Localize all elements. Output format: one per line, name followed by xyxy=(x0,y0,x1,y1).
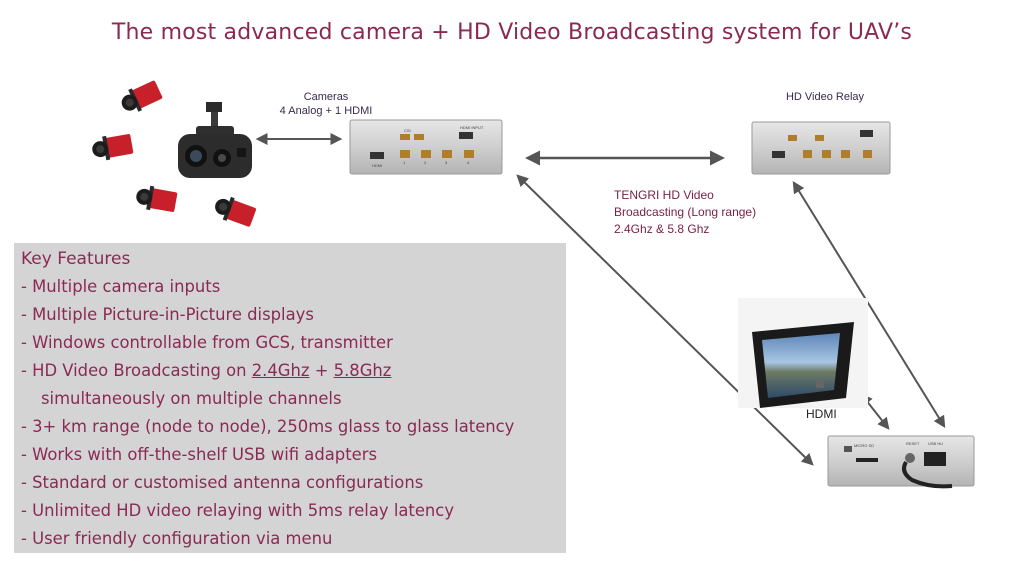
feature-item: - Standard or customised antenna configu… xyxy=(21,473,424,492)
feature-item: simultaneously on multiple channels xyxy=(41,389,342,408)
link-line-3: 2.4Ghz & 5.8 Ghz xyxy=(614,222,710,236)
feature-item: - Multiple Picture-in-Picture displays xyxy=(21,305,314,324)
freq-join: + xyxy=(309,361,334,380)
arrow-relay-to-ground xyxy=(792,180,946,429)
port-label: 3 xyxy=(445,160,448,165)
hdmi-label: HDMI xyxy=(806,407,837,421)
encoder-device: CSI HDMI INPUT HDMI 1 2 3 4 xyxy=(349,119,503,175)
analog-camera-icon xyxy=(121,80,163,112)
gimbal-camera-icon xyxy=(178,102,252,178)
feature-item: - User friendly configuration via menu xyxy=(21,529,333,548)
feature-item: - Windows controllable from GCS, transmi… xyxy=(21,333,393,352)
analog-camera-icon xyxy=(92,134,134,161)
analog-camera-icon xyxy=(215,196,257,227)
freq-2-4: 2.4Ghz xyxy=(251,361,310,380)
cameras-label: Cameras 4 Analog + 1 HDMI xyxy=(262,90,390,118)
feature-item: - Works with off-the-shelf USB wifi adap… xyxy=(21,445,377,464)
key-features-panel: Key Features - Multiple camera inputs - … xyxy=(14,243,566,553)
feature-item: - Unlimited HD video relaying with 5ms r… xyxy=(21,501,455,520)
device-label-usb-hub: USB HU xyxy=(928,441,943,446)
port-label: 4 xyxy=(467,160,470,165)
feature-item: - 3+ km range (node to node), 250ms glas… xyxy=(21,417,515,436)
link-line-1: TENGRI HD Video xyxy=(614,188,714,202)
cameras-subtitle: 4 Analog + 1 HDMI xyxy=(279,105,373,117)
relay-label: HD Video Relay xyxy=(785,91,865,103)
analog-camera-icon xyxy=(136,185,178,212)
feature-text: - HD Video Broadcasting on xyxy=(21,361,252,380)
ground-station-device: MICRO SD RESET USB HU xyxy=(827,435,975,489)
freq-5-8: 5.8Ghz xyxy=(333,361,392,380)
device-label-micro-sd: MICRO SD xyxy=(854,443,874,448)
device-label-csi: CSI xyxy=(404,128,411,133)
relay-device xyxy=(751,121,891,175)
monitor-icon xyxy=(738,298,868,408)
link-line-2: Broadcasting (Long range) xyxy=(614,205,757,219)
feature-item: - HD Video Broadcasting on 2.4Ghz + 5.8G… xyxy=(21,357,566,385)
port-label: 1 xyxy=(403,160,406,165)
broadcast-link-label: TENGRI HD Video Broadcasting (Long range… xyxy=(614,187,814,238)
device-label-reset: RESET xyxy=(906,441,920,446)
page-title: The most advanced camera + HD Video Broa… xyxy=(111,20,913,45)
arrow-encoder-to-ground xyxy=(516,174,814,466)
key-features-heading: Key Features xyxy=(21,249,131,269)
port-label: 2 xyxy=(424,160,427,165)
cameras-title: Cameras xyxy=(303,91,349,103)
device-label-input: HDMI xyxy=(372,163,382,168)
device-label-hdmi-in: HDMI INPUT xyxy=(460,125,484,130)
feature-list: - Multiple camera inputs - Multiple Pict… xyxy=(14,273,566,553)
feature-item: - Multiple camera inputs xyxy=(21,277,221,296)
